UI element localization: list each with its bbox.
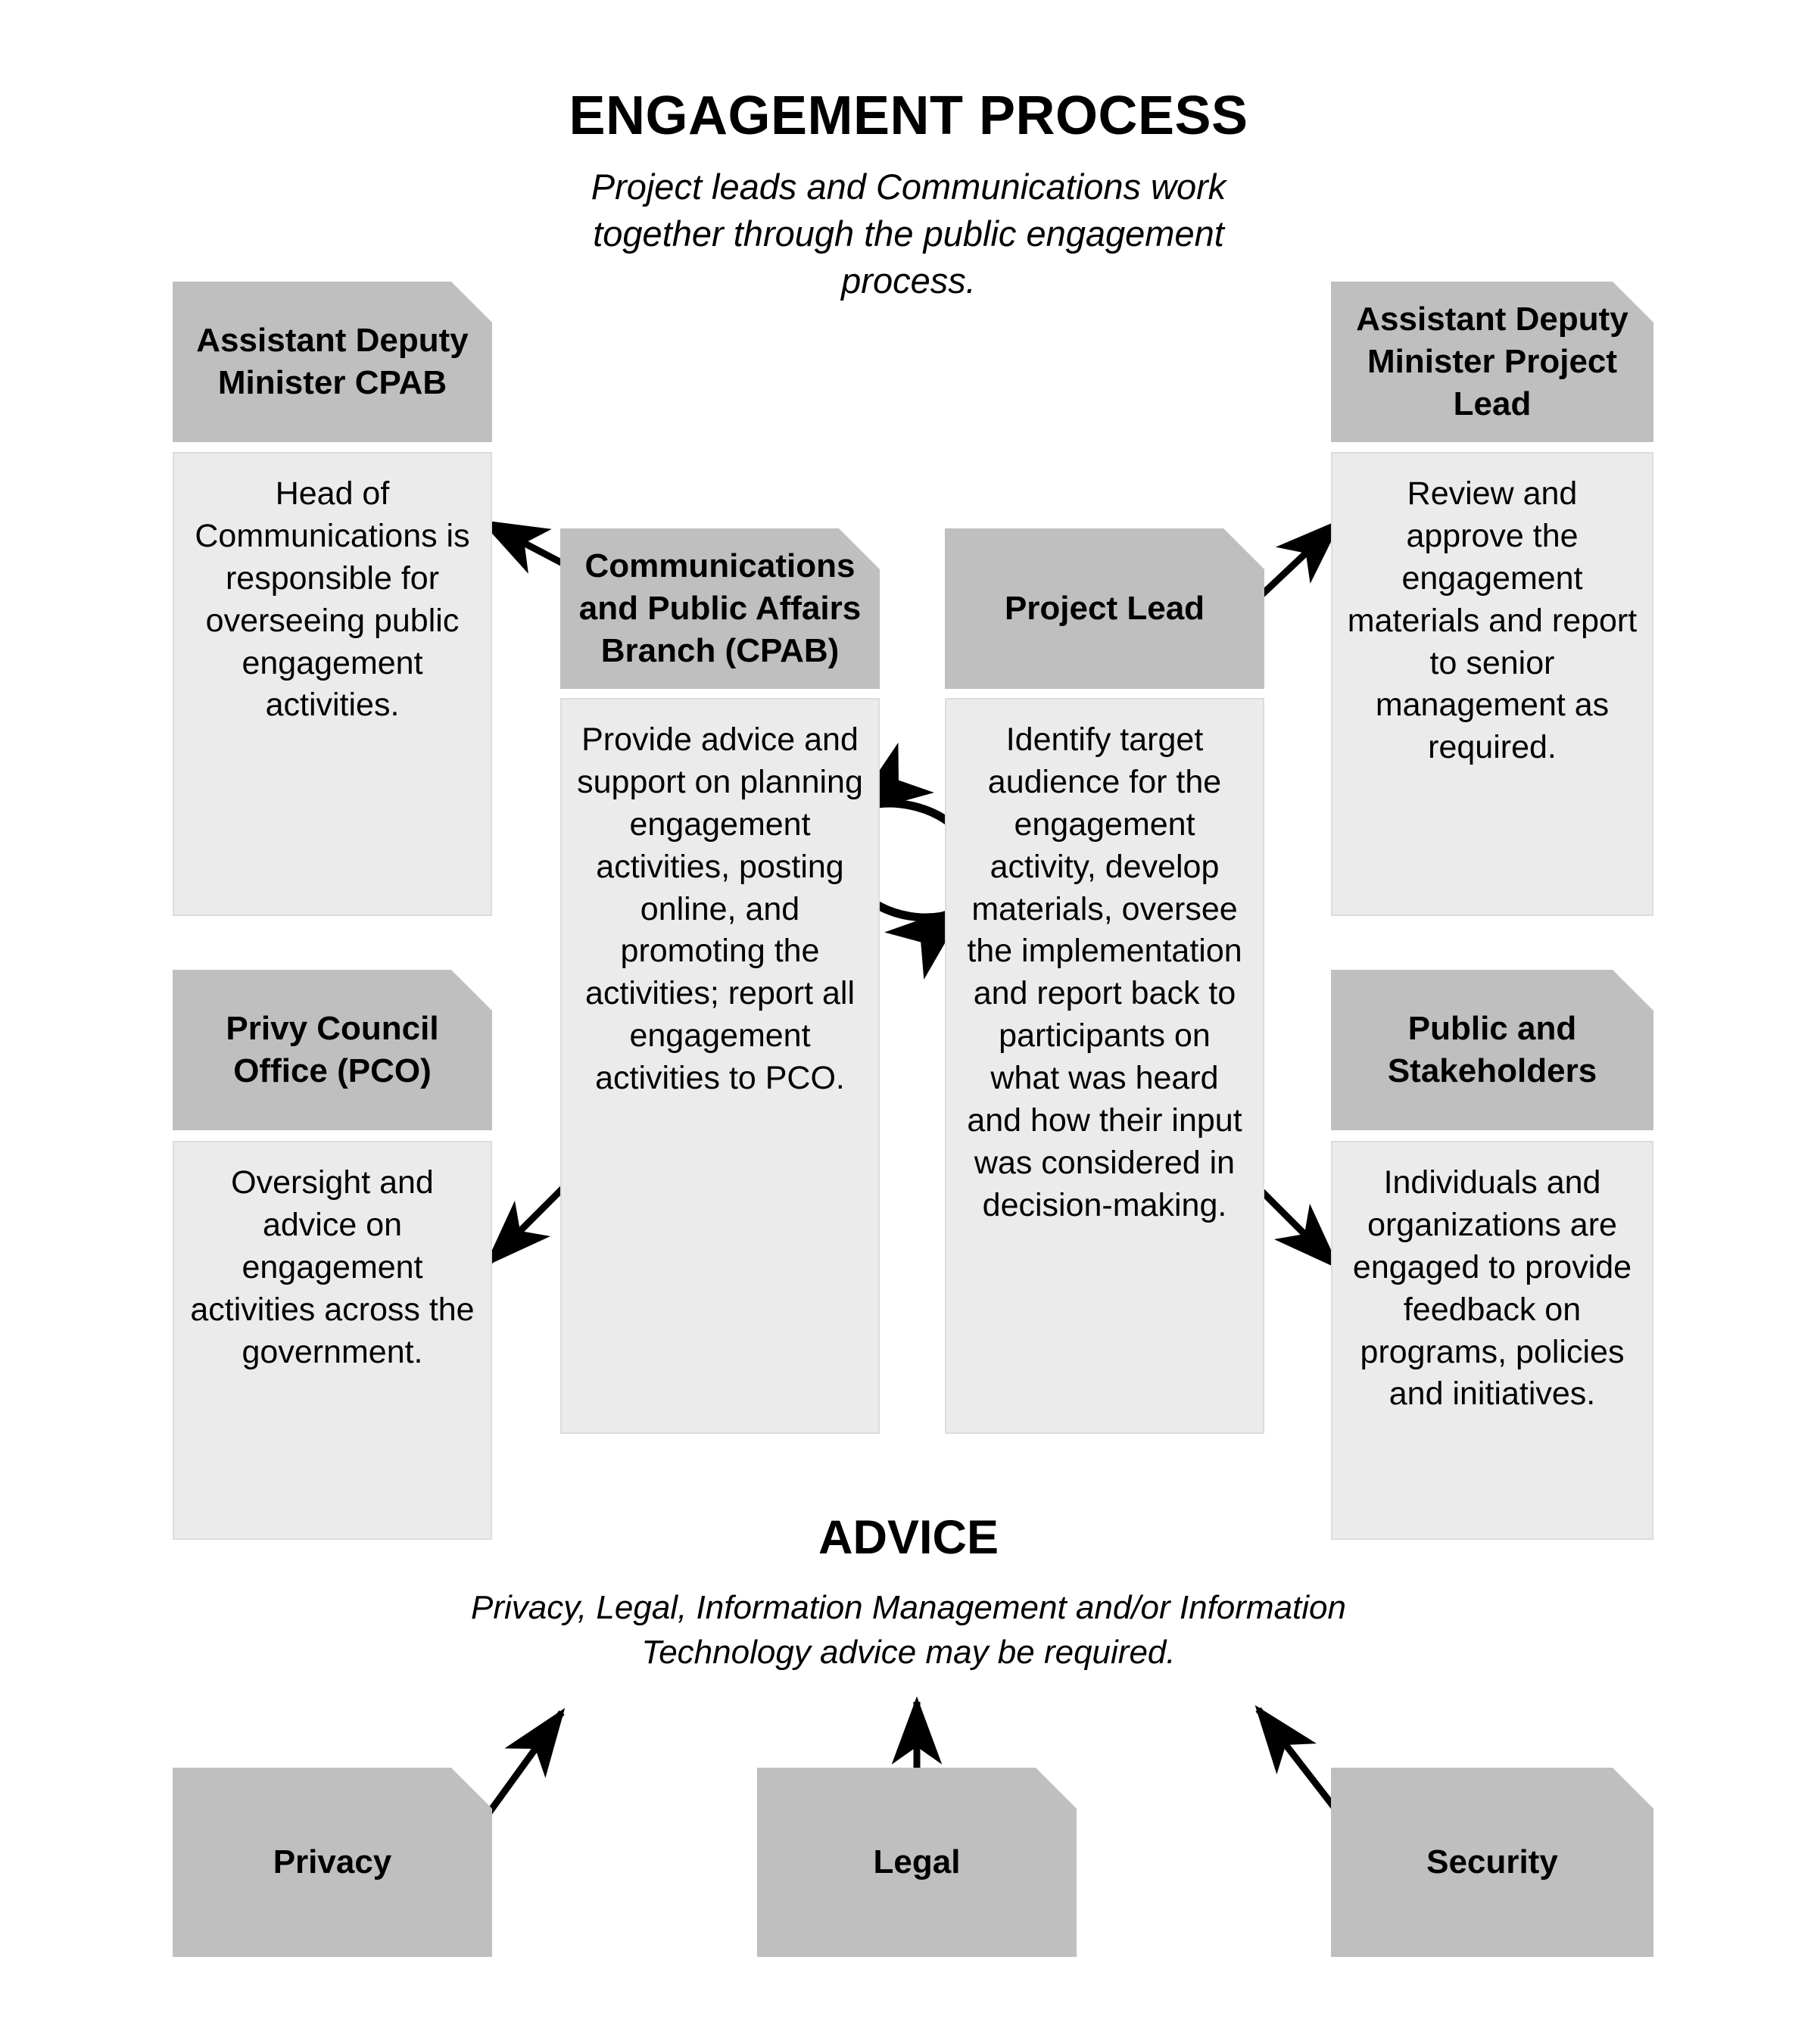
connector-cpab-to-adm-cpab (479, 519, 566, 574)
box-header-project-lead[interactable]: Project Lead (945, 528, 1264, 689)
box-body-adm-cpab: Head of Communications is responsible fo… (173, 452, 492, 916)
connector-security-to-advice (1254, 1705, 1345, 1819)
box-body-cpab: Provide advice and support on planning e… (560, 698, 880, 1434)
box-body-project-lead: Identify target audience for the engagem… (945, 698, 1264, 1434)
advice-title: ADVICE (818, 1511, 999, 1564)
page-title: ENGAGEMENT PROCESS (569, 86, 1248, 146)
connector-project-lead-to-adm-project-lead (1255, 519, 1343, 601)
box-body-pco: Oversight and advice on engagement activ… (173, 1141, 492, 1540)
box-header-cpab[interactable]: Communications and Public Affairs Branch… (560, 528, 880, 689)
box-header-public-stakeholders[interactable]: Public and Stakeholders (1331, 970, 1653, 1130)
box-body-public-stakeholders: Individuals and organizations are engage… (1331, 1141, 1653, 1540)
connector-privacy-to-advice (483, 1708, 566, 1819)
box-header-adm-project-lead[interactable]: Assistant Deputy Minister Project Lead (1331, 282, 1653, 442)
box-privacy[interactable]: Privacy (173, 1768, 492, 1957)
box-header-pco[interactable]: Privy Council Office (PCO) (173, 970, 492, 1130)
box-header-adm-cpab[interactable]: Assistant Deputy Minister CPAB (173, 282, 492, 442)
box-security[interactable]: Security (1331, 1768, 1653, 1957)
page-subtitle: Project leads and Communications work to… (591, 167, 1226, 301)
box-body-adm-project-lead: Review and approve the engagement materi… (1331, 452, 1653, 916)
advice-subtitle: Privacy, Legal, Information Management a… (470, 1589, 1346, 1671)
box-legal[interactable]: Legal (757, 1768, 1077, 1957)
